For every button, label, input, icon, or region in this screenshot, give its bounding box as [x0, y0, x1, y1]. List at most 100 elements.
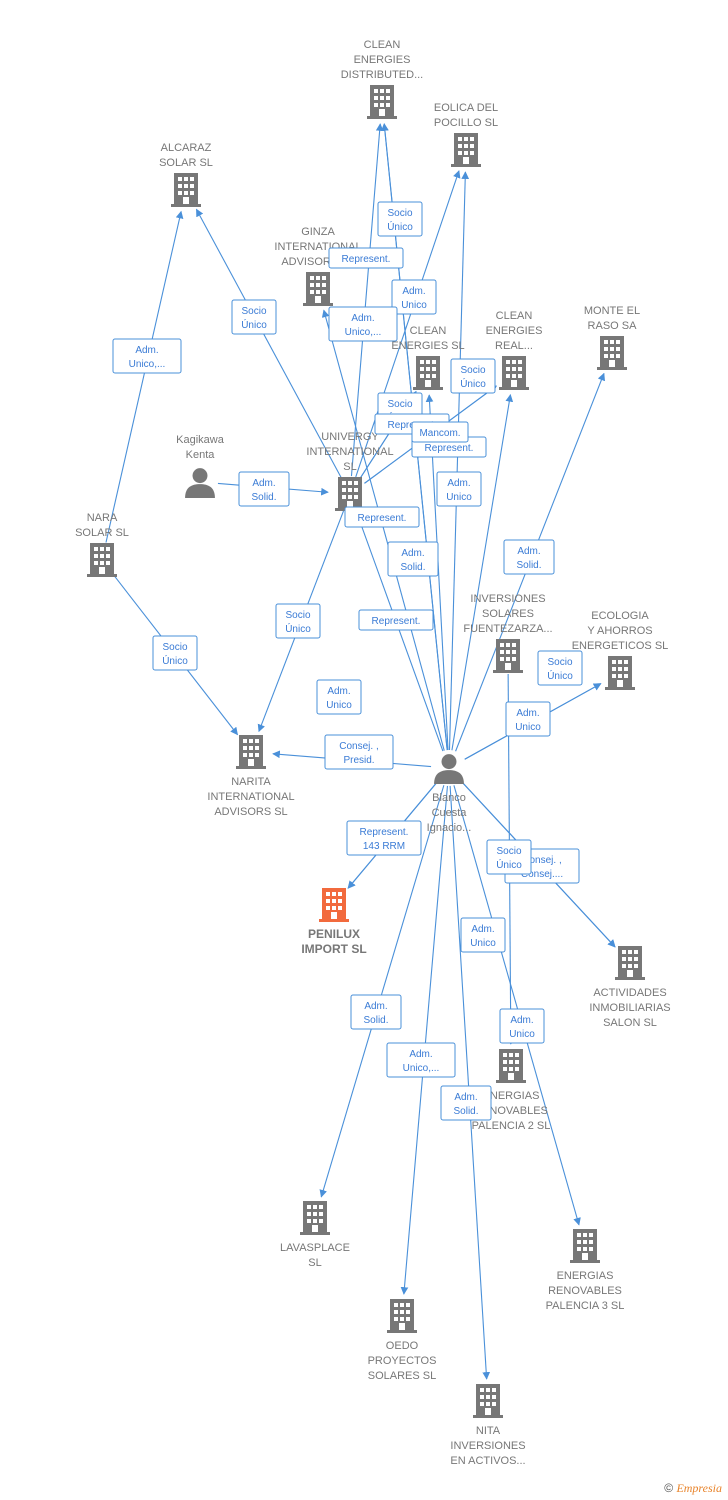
edge-label[interactable]: Adm.Solid. [238, 471, 290, 507]
building-icon[interactable] [605, 656, 635, 690]
edge-label-text: Unico [326, 700, 352, 711]
person-icon[interactable] [185, 468, 215, 498]
building-icon[interactable] [493, 639, 523, 673]
edge-label-box[interactable] [346, 820, 422, 856]
building-icon[interactable] [473, 1384, 503, 1418]
edge-label-box[interactable] [505, 701, 551, 737]
edge-label-box[interactable] [275, 603, 321, 639]
edge-label[interactable]: Adm.Unico,... [386, 1042, 456, 1078]
node-clean_dist[interactable]: CLEANENERGIESDISTRIBUTED... [341, 39, 424, 119]
edge-label[interactable]: Adm.Unico [391, 279, 437, 315]
building-icon[interactable] [319, 888, 349, 922]
edge-label[interactable]: Represent. [344, 506, 420, 528]
edge-label-box[interactable] [112, 338, 182, 374]
edge-label-box[interactable] [460, 917, 506, 953]
edge-label-box[interactable] [324, 734, 394, 770]
edge-label[interactable]: Represent.143 RRM [346, 820, 422, 856]
edge-label[interactable]: Adm.Solid. [387, 541, 439, 577]
building-icon[interactable] [303, 272, 333, 306]
building-icon[interactable] [615, 946, 645, 980]
building-icon[interactable] [597, 336, 627, 370]
building-icon[interactable] [236, 735, 266, 769]
edge-label-box[interactable] [387, 541, 439, 577]
edge-label[interactable]: Consej. ,Presid. [324, 734, 394, 770]
building-icon[interactable] [387, 1299, 417, 1333]
edge-label-box[interactable] [499, 1008, 545, 1044]
edge-label-box[interactable] [152, 635, 198, 671]
edge-label[interactable]: Mancom. [411, 421, 469, 443]
person-icon[interactable] [434, 754, 464, 784]
edge-label-box[interactable] [328, 247, 404, 269]
edge-label[interactable]: Adm.Solid. [350, 994, 402, 1030]
node-blanco[interactable]: BlancoCuestaIgnacio... [427, 754, 472, 834]
building-icon[interactable] [451, 133, 481, 167]
edge-label-text: Unico [509, 1029, 535, 1040]
edge-label[interactable]: Adm.Unico [436, 471, 482, 507]
edge-label-text: Solid. [251, 492, 276, 503]
edge-label-box[interactable] [358, 609, 434, 631]
edge-label[interactable]: Adm.Unico [499, 1008, 545, 1044]
edge-label-box[interactable] [391, 279, 437, 315]
node-inversiones[interactable]: INVERSIONESSOLARESFUENTEZARZA... [463, 593, 553, 673]
edge-label-box[interactable] [436, 471, 482, 507]
edge-label[interactable]: Adm.Unico [460, 917, 506, 953]
edge-label-box[interactable] [386, 1042, 456, 1078]
node-label: INVERSIONES [450, 1440, 525, 1452]
edge-label[interactable]: Adm.Unico,... [112, 338, 182, 374]
edge-label[interactable]: Represent. [358, 609, 434, 631]
edge-label-box[interactable] [537, 650, 583, 686]
edge-label[interactable]: Adm.Unico [505, 701, 551, 737]
brand-logo[interactable]: Empresia [676, 1481, 722, 1495]
building-icon[interactable] [87, 543, 117, 577]
edge-label-box[interactable] [316, 679, 362, 715]
building-icon[interactable] [367, 85, 397, 119]
edge-label-box[interactable] [328, 306, 398, 342]
edge-label-box[interactable] [377, 201, 423, 237]
edge-label-box[interactable] [486, 839, 532, 875]
edge-label-box[interactable] [238, 471, 290, 507]
edge-label-box[interactable] [440, 1085, 492, 1121]
building-icon[interactable] [300, 1201, 330, 1235]
edge-label[interactable]: Represent. [328, 247, 404, 269]
edge-label-box[interactable] [344, 506, 420, 528]
edge-label-box[interactable] [350, 994, 402, 1030]
building-icon[interactable] [499, 356, 529, 390]
edge-label-box[interactable] [450, 358, 496, 394]
building-icon[interactable] [496, 1049, 526, 1083]
edge-label-box[interactable] [231, 299, 277, 335]
building-icon[interactable] [335, 477, 365, 511]
node-clean_real[interactable]: CLEANENERGIESREAL... [486, 310, 543, 390]
building-icon[interactable] [570, 1229, 600, 1263]
edge-label[interactable]: Adm.Unico [316, 679, 362, 715]
edge-label[interactable]: Adm.Unico,... [328, 306, 398, 342]
edge-label-box[interactable] [411, 421, 469, 443]
edge-label-box[interactable] [503, 539, 555, 575]
building-icon[interactable] [171, 173, 201, 207]
building-icon[interactable] [413, 356, 443, 390]
edge-label[interactable]: Adm.Solid. [503, 539, 555, 575]
edge-label[interactable]: Adm.Solid. [440, 1085, 492, 1121]
